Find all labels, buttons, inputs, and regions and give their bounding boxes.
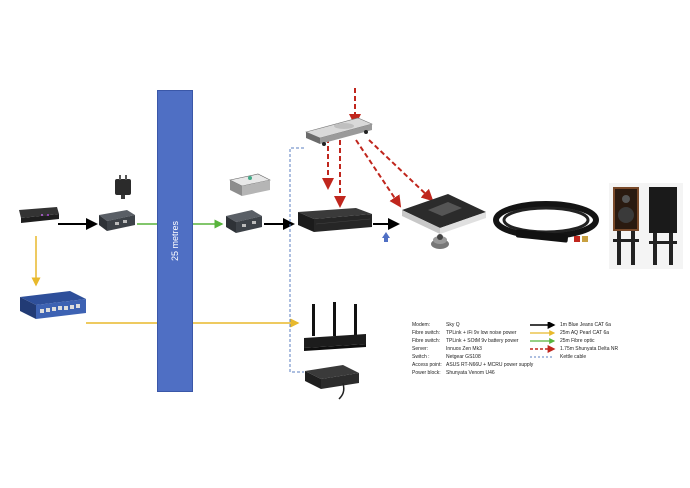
kettle-cable bbox=[289, 147, 304, 373]
dac-device bbox=[402, 194, 486, 249]
fibre-switch-2-device bbox=[226, 210, 262, 233]
legend-device-value: Innuos Zen Mk3 bbox=[446, 346, 482, 352]
legend-device-value: Sky Q bbox=[446, 322, 460, 328]
distance-label: 25 metres bbox=[170, 220, 180, 262]
up-arrow-icon bbox=[382, 232, 390, 242]
legend: Modem: Sky Q Fibre switch: TPLink + iFi … bbox=[412, 322, 682, 402]
legend-cable-label: 25m AQ Pearl CAT 6a bbox=[560, 330, 610, 336]
distance-bar: 25 metres bbox=[157, 90, 193, 392]
legend-cable-label: Kettle cable bbox=[560, 354, 587, 360]
legend-device-value: TPLink + iFi 9v low noise power bbox=[446, 330, 517, 336]
legend-device-value: Netgear GS108 bbox=[446, 354, 481, 360]
power-adapter-device bbox=[115, 175, 131, 199]
speaker-cable-device bbox=[493, 201, 599, 243]
legend-device-key: Server: bbox=[412, 346, 429, 352]
power-block-device bbox=[305, 117, 373, 146]
modem-device bbox=[19, 207, 59, 223]
legend-device-key: Fibre switch: bbox=[412, 330, 441, 336]
legend-device-value: TPLink + SOtM 9v battery power bbox=[446, 338, 519, 344]
fibre-switch-1-device bbox=[99, 210, 135, 231]
legend-device-key: Switch : bbox=[412, 354, 430, 360]
legend-cable-label: 1m Blue Jeans CAT 6a bbox=[560, 322, 611, 328]
server-device bbox=[298, 208, 372, 232]
power-cable-to-sfp bbox=[368, 139, 434, 202]
access-point-device bbox=[304, 302, 366, 351]
legend-cable-swatches bbox=[530, 322, 556, 358]
legend-cable-label: 25m Fibre optic bbox=[560, 338, 595, 344]
legend-device-key: Power block: bbox=[412, 370, 441, 376]
legend-device-value: Shunyata Venom U46 bbox=[446, 370, 495, 376]
speakers-device bbox=[609, 183, 683, 269]
battery-power-device bbox=[229, 173, 271, 196]
legend-device-key: Fibre switch: bbox=[412, 338, 441, 344]
legend-device-value: ASUS RT-N66U + MCRU power supply bbox=[446, 362, 534, 368]
legend-device-key: Access point: bbox=[412, 362, 442, 368]
power-cable-to-dac bbox=[355, 139, 402, 208]
legend-device-key: Modem: bbox=[412, 322, 431, 328]
netgear-switch-device bbox=[20, 291, 86, 319]
legend-cable-label: 1.75m Shunyata Delta NR bbox=[560, 346, 619, 352]
power-supply-device bbox=[305, 365, 359, 400]
